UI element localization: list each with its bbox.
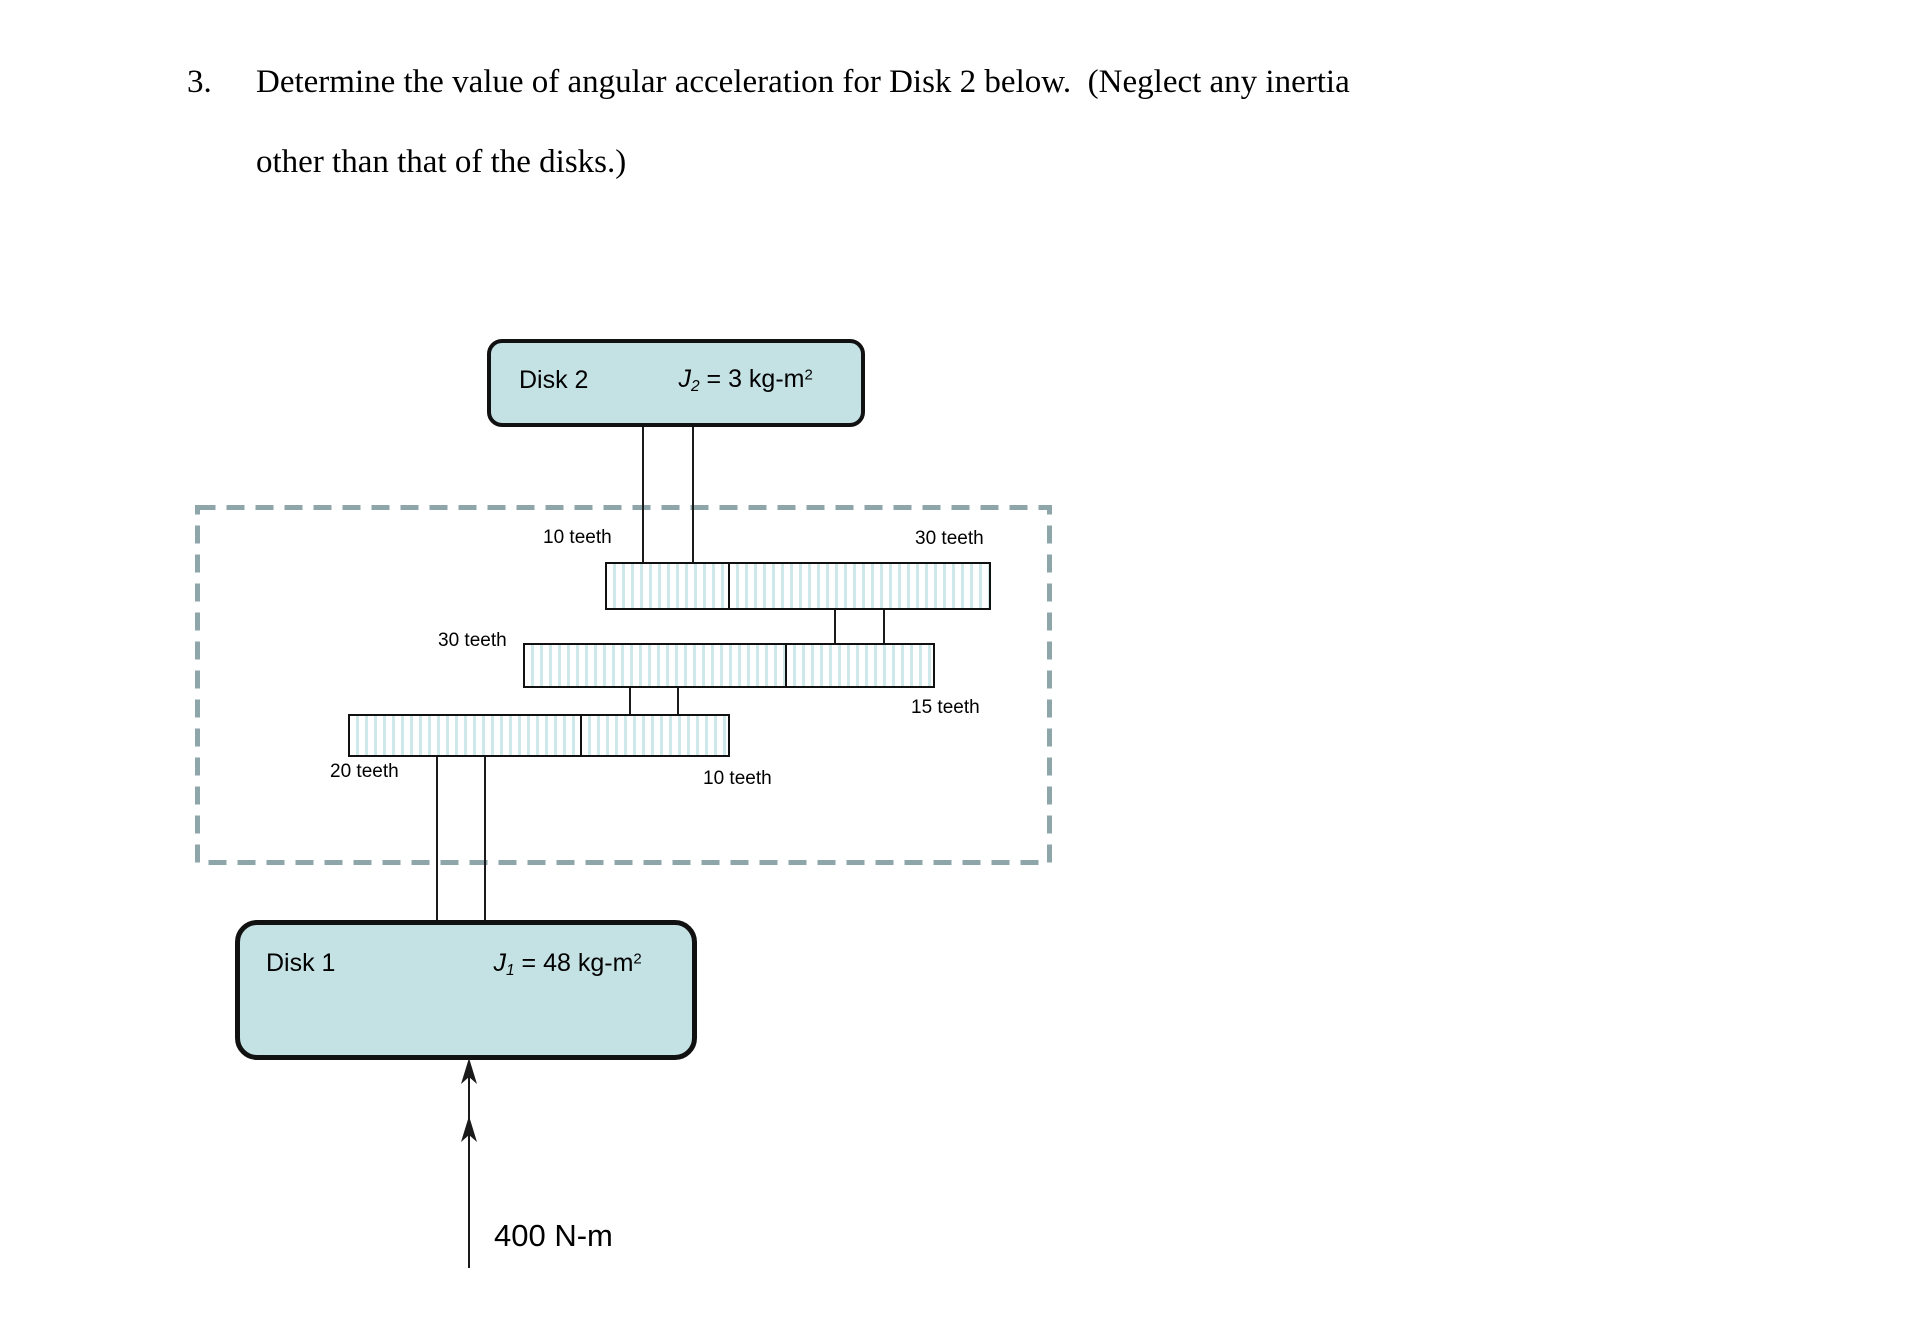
problem-line1: Determine the value of angular accelerat… — [256, 64, 1350, 100]
label-top-small-gear: 10 teeth — [543, 527, 612, 548]
label-mid-large-gear: 30 teeth — [438, 630, 507, 651]
label-bottom-large-gear: 20 teeth — [330, 761, 399, 782]
torque-arrow-icon — [461, 1058, 477, 1268]
shaft-mid-to-bottom — [629, 688, 679, 714]
label-top-large-gear: 30 teeth — [915, 528, 984, 549]
gear-top-30-teeth — [728, 562, 991, 610]
gearbox-boundary — [195, 505, 1052, 865]
disk2-label: Disk 2 — [519, 365, 589, 394]
gear-mid-30-teeth — [523, 643, 787, 688]
disk1-box: Disk 1 J1 = 48 kg-m2 — [235, 920, 697, 1060]
gear-mid-15-teeth — [785, 643, 935, 688]
disk2-inertia: J2 = 3 kg-m2 — [678, 364, 813, 395]
gear-top-10-teeth — [605, 562, 730, 610]
label-mid-small-gear: 15 teeth — [911, 697, 980, 718]
shaft-disk2 — [642, 427, 694, 562]
disk1-inertia: J1 = 48 kg-m2 — [493, 949, 642, 979]
gear-bottom-10-teeth — [580, 714, 730, 757]
problem-number: 3. — [187, 64, 212, 100]
shaft-disk1 — [436, 757, 486, 920]
gear-bottom-20-teeth — [348, 714, 582, 757]
torque-value-label: 400 N-m — [494, 1218, 613, 1253]
disk1-label: Disk 1 — [266, 949, 336, 977]
shaft-top-to-mid — [834, 610, 885, 643]
disk2-box: Disk 2 J2 = 3 kg-m2 — [487, 339, 865, 427]
problem-line2: other than that of the disks.) — [256, 144, 627, 180]
problem-statement: Determine the value of angular accelerat… — [256, 62, 1676, 182]
label-bottom-small-gear: 10 teeth — [703, 768, 772, 789]
